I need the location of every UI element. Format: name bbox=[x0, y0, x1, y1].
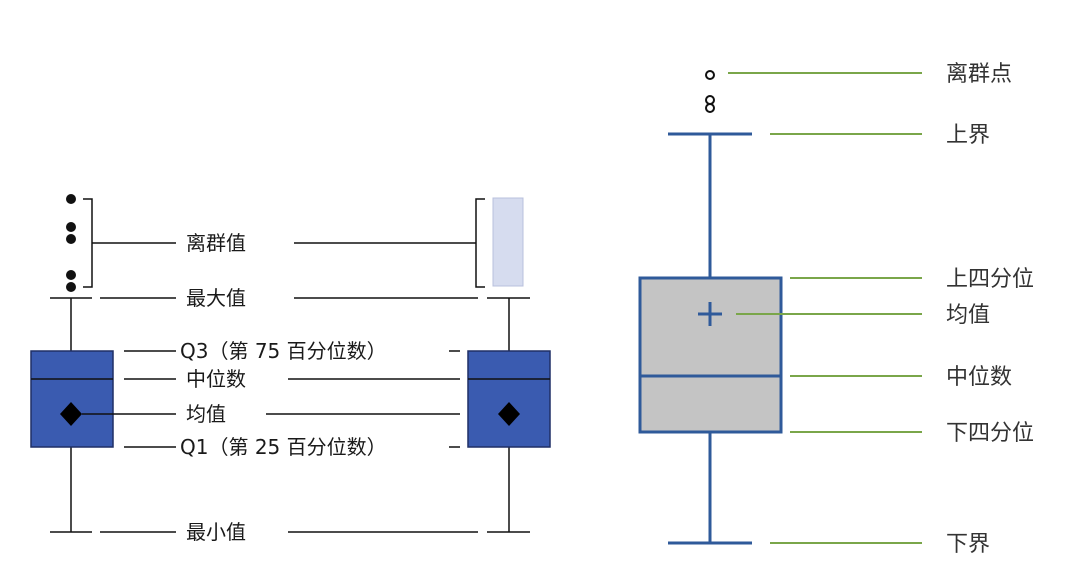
left-leader-lines bbox=[82, 242, 478, 533]
mean-diamond bbox=[60, 402, 82, 426]
median-label: 中位数 bbox=[186, 367, 246, 391]
minimum-label: 最小值 bbox=[186, 520, 246, 544]
outlier-bracket bbox=[475, 198, 485, 288]
maximum-label: 最大值 bbox=[186, 286, 246, 310]
outlier-point bbox=[66, 222, 76, 232]
right-boxplot bbox=[638, 70, 783, 545]
outlier-point bbox=[66, 194, 76, 204]
upper-bound-label: 上界 bbox=[946, 123, 990, 148]
mean-diamond bbox=[498, 402, 520, 426]
outlier-point bbox=[705, 70, 715, 80]
outlier-point bbox=[66, 234, 76, 244]
outlier-point bbox=[705, 103, 715, 113]
outlier-bracket bbox=[83, 198, 93, 288]
left-boxplot-b bbox=[467, 197, 551, 533]
q1-label: Q1（第 25 百分位数） bbox=[180, 435, 387, 459]
left-boxplot-a bbox=[30, 194, 114, 533]
lower-bound-label: 下界 bbox=[946, 532, 990, 557]
outlier-points-label: 离群点 bbox=[946, 62, 1012, 87]
outlier-point bbox=[66, 282, 76, 292]
q3-label: Q3（第 75 百分位数） bbox=[180, 339, 387, 363]
outlier-point bbox=[705, 95, 715, 105]
iqr-box bbox=[467, 350, 551, 448]
upper-quartile-label: 上四分位 bbox=[946, 267, 1034, 292]
outlier-band bbox=[492, 197, 524, 287]
mean-label-right: 均值 bbox=[946, 303, 990, 328]
mean-label: 均值 bbox=[186, 402, 226, 426]
median-label-right: 中位数 bbox=[946, 365, 1012, 390]
outliers-label: 离群值 bbox=[186, 231, 246, 255]
outlier-point bbox=[66, 270, 76, 280]
lower-quartile-label: 下四分位 bbox=[946, 421, 1034, 446]
iqr-box bbox=[638, 276, 783, 434]
right-leader-lines bbox=[728, 72, 922, 544]
iqr-box bbox=[30, 350, 114, 448]
